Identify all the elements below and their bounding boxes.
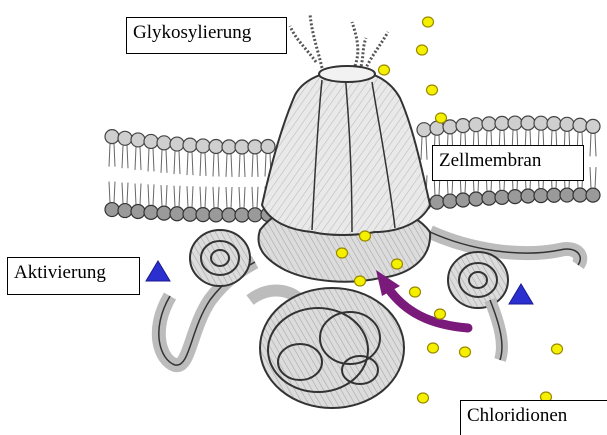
lipid-head — [430, 195, 444, 209]
chloride-ion — [410, 287, 421, 297]
lipid-head — [183, 207, 197, 221]
label-glycosylation: Glykosylierung — [126, 17, 287, 54]
lipid-head — [560, 117, 574, 131]
right-coil — [448, 252, 508, 308]
lipid-head — [456, 193, 470, 207]
chloride-ion — [355, 276, 366, 286]
lipid-head — [144, 205, 158, 219]
lipid-head — [222, 140, 236, 154]
lipid-head — [586, 188, 600, 202]
lipid-head — [235, 140, 249, 154]
lipid-head — [508, 190, 522, 204]
label-activation: Aktivierung — [7, 257, 140, 295]
chloride-ion — [379, 65, 390, 75]
label-cell-membrane: Zellmembran — [432, 145, 584, 181]
lipid-head — [131, 133, 145, 147]
lipid-head — [209, 208, 223, 222]
chloride-ion — [423, 17, 434, 27]
lipid-head — [521, 189, 535, 203]
lipid-head — [573, 188, 587, 202]
chloride-ion — [360, 231, 371, 241]
lipid-head — [157, 136, 171, 150]
lipid-head — [196, 208, 210, 222]
lipid-head — [118, 131, 132, 145]
activation-marker-left — [146, 261, 170, 281]
lipid-head — [495, 190, 509, 204]
lipid-head — [573, 118, 587, 132]
glycan-chains — [290, 14, 388, 70]
lipid-head — [248, 208, 262, 222]
lipid-head — [417, 123, 431, 137]
lipid-head — [443, 194, 457, 208]
lipid-head — [534, 189, 548, 203]
chloride-ion — [418, 393, 429, 403]
lipid-head — [170, 137, 184, 151]
lipid-head — [261, 139, 275, 153]
chloride-ion — [428, 343, 439, 353]
lipid-head — [560, 188, 574, 202]
chloride-ion — [417, 45, 428, 55]
chloride-ion — [460, 347, 471, 357]
lipid-head — [157, 206, 171, 220]
lipid-head — [482, 191, 496, 205]
lipid-head — [248, 140, 262, 154]
lipid-head — [196, 139, 210, 153]
chloride-ion — [427, 85, 438, 95]
chloride-ion — [552, 344, 563, 354]
lipid-head — [586, 119, 600, 133]
chloride-ion — [392, 259, 403, 269]
left-coil — [190, 230, 250, 286]
lipid-head — [118, 204, 132, 218]
lipid-head — [183, 138, 197, 152]
label-chloride-ions: Chloridionen — [460, 400, 607, 435]
lipid-head — [547, 188, 561, 202]
lipid-head — [144, 134, 158, 148]
lipid-head — [456, 119, 470, 133]
lipid-head — [547, 117, 561, 131]
lipid-head — [209, 140, 223, 154]
lipid-head — [170, 207, 184, 221]
lipid-head — [482, 117, 496, 131]
lipid-head — [235, 208, 249, 222]
chloride-ion — [337, 248, 348, 258]
lipid-head — [469, 118, 483, 132]
lipid-head — [508, 116, 522, 130]
right-tail-strand — [430, 232, 580, 265]
chloride-ion — [436, 113, 447, 123]
lipid-head — [105, 130, 119, 144]
lipid-head — [131, 205, 145, 219]
lipid-head — [534, 116, 548, 130]
lipid-head — [521, 116, 535, 130]
lipid-head — [222, 208, 236, 222]
lipid-head — [495, 116, 509, 130]
chloride-ion — [435, 309, 446, 319]
lipid-head — [469, 192, 483, 206]
lipid-head — [105, 203, 119, 217]
activation-marker-right — [509, 284, 533, 304]
